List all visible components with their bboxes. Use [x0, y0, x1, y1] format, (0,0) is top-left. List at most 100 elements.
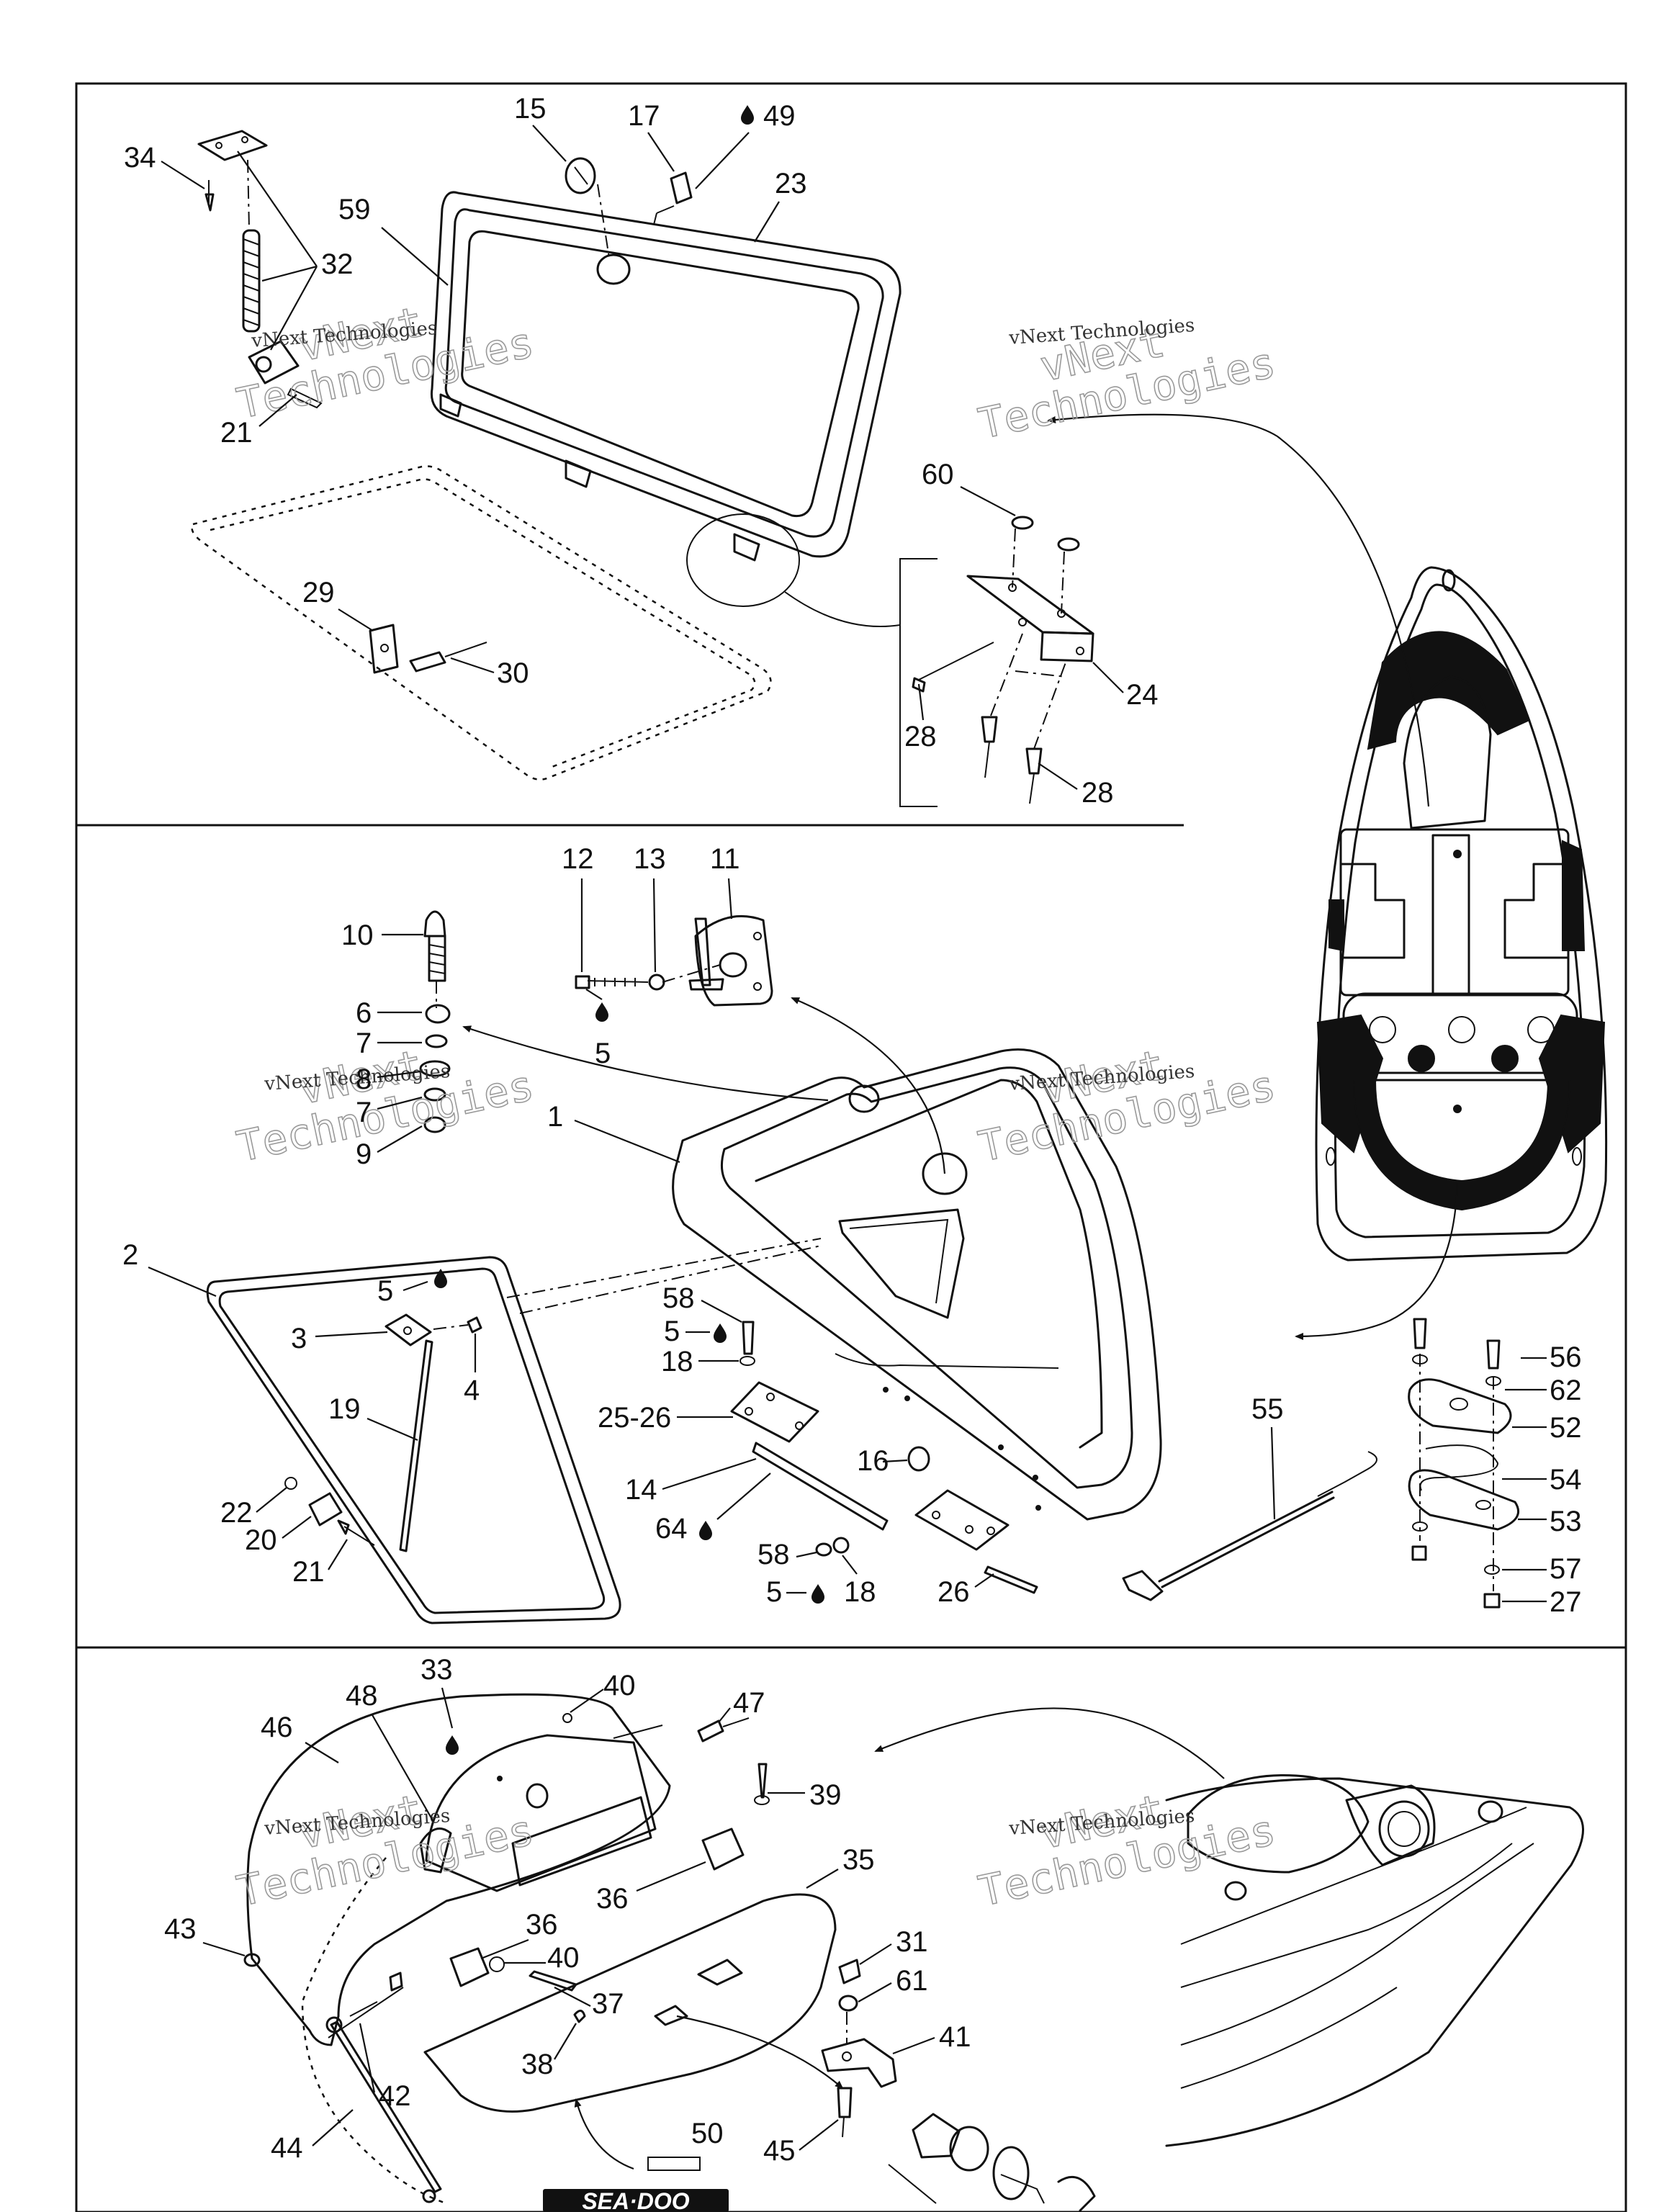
hood-part	[246, 1693, 671, 2046]
bumper-stack-part	[419, 910, 451, 1133]
callout-9: 9	[356, 1138, 372, 1170]
pad-stack-part	[1408, 1318, 1519, 1609]
callout-52: 52	[1550, 1412, 1582, 1444]
hood-screw-part	[757, 1763, 768, 1799]
latch-bracket-part	[821, 1959, 897, 2138]
tray-part	[423, 1893, 837, 2113]
callout-23: 23	[775, 168, 807, 199]
boat-side-view	[874, 1707, 1584, 2147]
callout-27: 27	[1550, 1586, 1582, 1618]
lid-opening-outline	[191, 465, 772, 781]
callout-57: 57	[1550, 1553, 1582, 1585]
callout-59: 59	[338, 194, 371, 225]
callout-26: 26	[938, 1576, 970, 1608]
callout-25-26: 25-26	[598, 1402, 671, 1434]
detail-circle	[686, 513, 800, 607]
watermark: vNext Technologies vNext Technologies vN…	[232, 297, 1280, 1917]
diagram-frame	[75, 82, 1627, 2212]
callout-35: 35	[842, 1844, 875, 1876]
hood-strut-part	[301, 1857, 447, 2205]
storage-lid-part	[430, 191, 902, 562]
callout-39: 39	[809, 1779, 842, 1811]
callout-21: 21	[292, 1556, 325, 1588]
callout-34: 34	[124, 142, 156, 174]
callout-8: 8	[356, 1064, 372, 1095]
release-cable-part	[1122, 1451, 1377, 1601]
section-instrument-hood: SEA·DOO	[243, 1693, 1584, 2212]
callout-17: 17	[628, 100, 660, 132]
callout-46: 46	[261, 1712, 293, 1743]
callout-1: 1	[547, 1101, 563, 1133]
compartment-lid-part	[206, 1256, 621, 1624]
brand-logo: SEA·DOO	[543, 2188, 729, 2212]
callout-10: 10	[341, 920, 374, 951]
callout-20: 20	[245, 1524, 277, 1556]
spring-part	[197, 130, 323, 409]
callout-38: 38	[521, 2049, 554, 2080]
callout-45: 45	[763, 2135, 796, 2167]
drop-icon	[699, 1521, 712, 1540]
callout-14: 14	[625, 1474, 657, 1506]
section-storage-compartment	[206, 910, 1519, 1624]
callout-64: 64	[655, 1513, 688, 1545]
callout-22: 22	[220, 1497, 253, 1529]
callout-4: 4	[464, 1375, 480, 1406]
callout-60: 60	[922, 459, 954, 490]
drop-icon	[741, 105, 754, 125]
lock-assembly-part	[888, 2113, 1096, 2212]
catch-bracket-part	[284, 1477, 375, 1546]
callout-18: 18	[661, 1346, 693, 1377]
callout-41: 41	[939, 2021, 971, 2053]
callout-49: 49	[763, 100, 796, 132]
callout-30: 30	[497, 657, 529, 689]
callout-5: 5	[766, 1576, 782, 1608]
callout-62: 62	[1550, 1375, 1582, 1406]
callout-3: 3	[291, 1323, 307, 1354]
callout-40: 40	[603, 1670, 636, 1701]
callout-11: 11	[710, 843, 740, 875]
drop-icon	[811, 1584, 824, 1604]
callout-33: 33	[421, 1654, 453, 1686]
callout-28: 28	[904, 721, 937, 752]
callout-2: 2	[122, 1239, 138, 1271]
callout-12: 12	[562, 843, 594, 875]
callout-44: 44	[271, 2132, 303, 2164]
callout-40: 40	[547, 1942, 580, 1974]
knob-part	[565, 157, 610, 258]
storage-bin-part	[462, 997, 1162, 1521]
svg-text:SEA·DOO: SEA·DOO	[582, 2188, 689, 2212]
callout-15: 15	[514, 93, 547, 125]
latch-part	[653, 171, 693, 225]
callout-28: 28	[1082, 777, 1114, 809]
callout-58: 58	[662, 1282, 695, 1314]
callout-19: 19	[328, 1393, 361, 1425]
callout-7: 7	[356, 1028, 372, 1059]
catch-part	[369, 624, 487, 674]
callout-55: 55	[1251, 1393, 1284, 1425]
callout-21: 21	[220, 417, 253, 449]
callout-42: 42	[379, 2080, 411, 2112]
callout-18: 18	[844, 1576, 876, 1608]
washer-part	[243, 1953, 261, 1967]
callout-32: 32	[321, 248, 354, 280]
callout-5: 5	[377, 1275, 393, 1307]
callout-24: 24	[1126, 679, 1159, 711]
drop-icon	[446, 1735, 459, 1755]
callout-50: 50	[691, 2118, 724, 2149]
drop-icon	[714, 1323, 727, 1343]
label-decal-part	[647, 2157, 701, 2171]
callout-47: 47	[733, 1687, 765, 1719]
callout-5: 5	[595, 1038, 611, 1069]
section-storage-lid	[191, 130, 1094, 807]
drop-icon	[595, 1002, 608, 1022]
callout-53: 53	[1550, 1506, 1582, 1537]
callout-54: 54	[1550, 1464, 1582, 1496]
callout-56: 56	[1550, 1341, 1582, 1373]
callouts: 34 15 17 49 23 59 32 21 29 30 60 24 28 2…	[122, 93, 1582, 2167]
callout-43: 43	[164, 1913, 197, 1945]
callout-58: 58	[757, 1539, 790, 1570]
callout-5: 5	[664, 1316, 680, 1347]
boat-top-view	[1047, 413, 1608, 1340]
callout-36: 36	[526, 1909, 558, 1941]
